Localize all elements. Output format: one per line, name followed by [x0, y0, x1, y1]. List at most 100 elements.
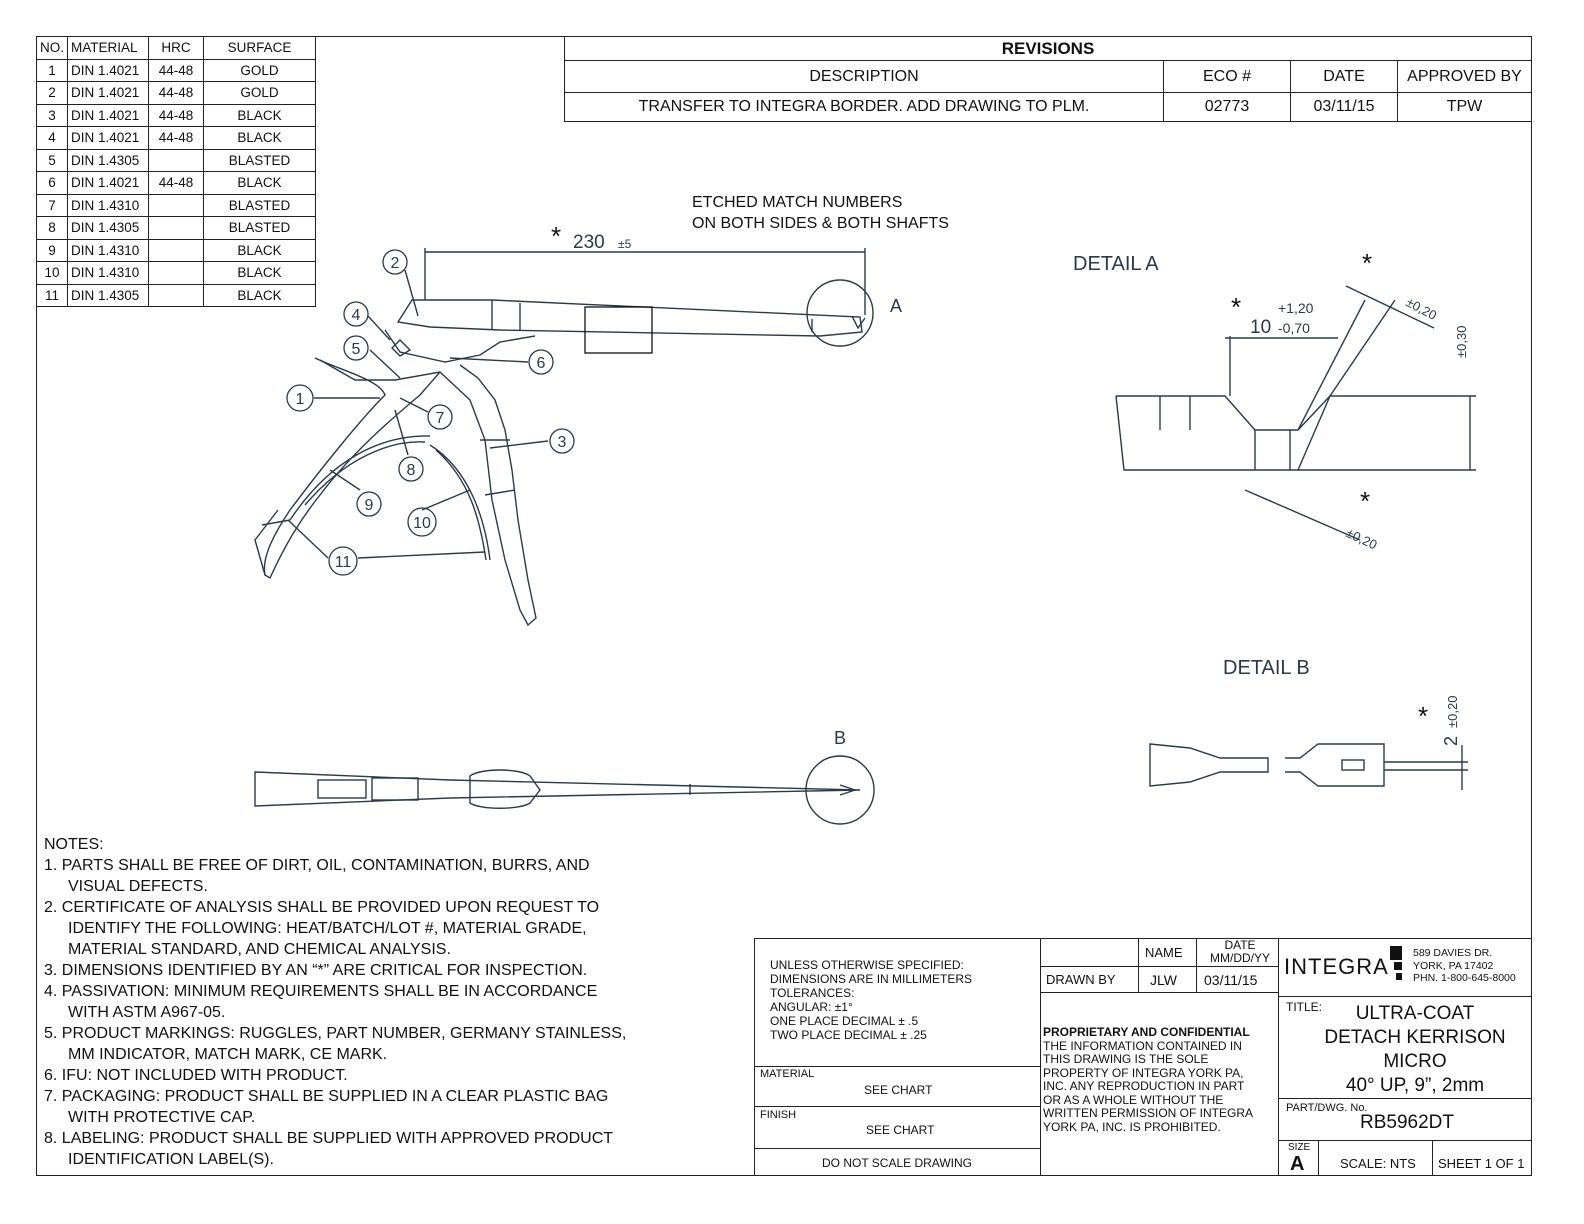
note-item: 6. IFU: NOT INCLUDED WITH PRODUCT.: [44, 1067, 348, 1084]
critical-mark-230: *: [551, 221, 561, 251]
revisions-title: REVISIONS: [564, 36, 1532, 61]
title-line-3: MICRO: [1383, 1051, 1447, 1072]
title-line-4: 40° UP, 9”, 2mm: [1345, 1075, 1485, 1096]
proprietary-line-7: YORK PA, INC. IS PROHIBITED.: [1043, 1119, 1221, 1134]
proprietary-line-1: THE INFORMATION CONTAINED IN: [1043, 1038, 1242, 1053]
row-surface: GOLD: [203, 81, 317, 105]
sheet: SHEET 1 OF 1: [1438, 1156, 1525, 1171]
detail-b-dim: 2: [1441, 736, 1461, 746]
proprietary-line-6: WRITTEN PERMISSION OF INTEGRA: [1043, 1106, 1254, 1120]
row-material: DIN 1.4310: [67, 193, 150, 217]
company-logo-mark-icon: [1390, 946, 1402, 980]
row-material: DIN 1.4310: [67, 261, 150, 285]
detail-a-tol-3: ±0,20: [1344, 525, 1380, 552]
row-no: 7: [35, 193, 69, 217]
address-2: YORK, PA 17402: [1413, 959, 1494, 972]
notes-heading: NOTES:: [44, 836, 104, 853]
instrument-side-view: [254, 279, 874, 627]
rev-description: TRANSFER TO INTEGRA BORDER. ADD DRAWING …: [564, 92, 1164, 122]
balloon-3: 3: [558, 434, 567, 451]
note-item: 3. DIMENSIONS IDENTIFIED BY AN “*” ARE C…: [44, 962, 588, 979]
detail-b-view: [1149, 743, 1468, 790]
balloon-9: 9: [365, 497, 374, 514]
balloon-1: 1: [296, 391, 305, 408]
row-surface: BLACK: [203, 261, 317, 285]
instrument-top-view: [254, 755, 875, 825]
row-material: DIN 1.4305: [67, 148, 150, 172]
row-hrc: 44-48: [148, 171, 205, 195]
row-surface: BLACK: [203, 283, 317, 307]
name-header: NAME: [1145, 945, 1183, 960]
critical-mark-b: *: [1418, 701, 1428, 731]
row-surface: BLACK: [203, 126, 317, 150]
proprietary-heading: PROPRIETARY AND CONFIDENTIAL: [1043, 1025, 1250, 1039]
critical-mark-a2: *: [1362, 248, 1372, 278]
note-item: 7. PACKAGING: PRODUCT SHALL BE SUPPLIED …: [44, 1088, 609, 1126]
finish-value: SEE CHART: [866, 1123, 935, 1137]
row-no: 11: [35, 283, 69, 307]
balloon-6: 6: [537, 355, 546, 372]
etch-note-line1: ETCHED MATCH NUMBERS: [692, 194, 902, 211]
part-label: PART/DWG. No.: [1286, 1102, 1368, 1114]
row-material: DIN 1.4310: [67, 238, 150, 262]
spec-1: UNLESS OTHERWISE SPECIFIED:: [770, 958, 964, 972]
title-line-2: DETACH KERRISON: [1324, 1027, 1506, 1048]
etch-note-line2: ON BOTH SIDES & BOTH SHAFTS: [692, 215, 949, 232]
row-surface: BLASTED: [203, 148, 317, 172]
rev-header-description: DESCRIPTION: [564, 60, 1164, 93]
row-material: DIN 1.4021: [67, 81, 150, 105]
finish-label: FINISH: [760, 1109, 797, 1121]
spec-3: TOLERANCES:: [770, 986, 855, 1000]
proprietary-line-4: INC. ANY REPRODUCTION IN PART: [1043, 1079, 1245, 1093]
note-item: 1. PARTS SHALL BE FREE OF DIRT, OIL, CON…: [44, 857, 590, 895]
spec-block: UNLESS OTHERWISE SPECIFIED: DIMENSIONS A…: [770, 958, 972, 1042]
balloon-10: 10: [413, 515, 431, 532]
rev-eco: 02773: [1163, 92, 1291, 122]
row-no: 8: [35, 216, 69, 240]
drawn-by-name: JLW: [1150, 972, 1177, 988]
row-material: DIN 1.4021: [67, 171, 150, 195]
detail-a-dim: 10: [1250, 317, 1271, 338]
spec-4: ANGULAR: ±1°: [770, 1000, 853, 1014]
spec-5: ONE PLACE DECIMAL ± .5: [770, 1014, 919, 1028]
rev-approved: TPW: [1397, 92, 1532, 122]
row-material: DIN 1.4305: [67, 216, 150, 240]
drawn-by-date: 03/11/15: [1204, 972, 1258, 988]
balloon-11: 11: [335, 554, 352, 571]
date-header: DATE MM/DD/YY: [1203, 939, 1277, 965]
material-value: SEE CHART: [864, 1083, 933, 1097]
material-chart-header: NO. MATERIAL HRC SURFACE: [35, 36, 317, 60]
row-no: 5: [35, 148, 69, 172]
spec-6: TWO PLACE DECIMAL ± .25: [770, 1028, 927, 1042]
material-label: MATERIAL: [760, 1068, 815, 1080]
row-no: 4: [35, 126, 69, 150]
title-label: TITLE:: [1286, 1000, 1323, 1014]
label-b: B: [834, 728, 846, 748]
dim-230-tol: ±5: [618, 237, 632, 251]
detail-a-title: DETAIL A: [1073, 253, 1159, 275]
date-header-2: MM/DD/YY: [1210, 951, 1270, 965]
date-header-1: DATE: [1224, 938, 1256, 952]
proprietary-line-3: PROPERTY OF INTEGRA YORK PA,: [1043, 1065, 1244, 1080]
notes-section: NOTES: 1. PARTS SHALL BE FREE OF DIRT, O…: [44, 834, 708, 1170]
balloon-8: 8: [407, 462, 416, 479]
spec-2: DIMENSIONS ARE IN MILLIMETERS: [770, 972, 973, 986]
size-label: SIZE: [1288, 1142, 1311, 1153]
proprietary-line-2: THIS DRAWING IS THE SOLE: [1043, 1052, 1209, 1066]
balloon-7: 7: [436, 410, 445, 427]
row-material: DIN 1.4021: [67, 103, 150, 127]
detail-a-tol-1: ±0,20: [1404, 294, 1440, 322]
row-no: 6: [35, 171, 69, 195]
address-3: PHN. 1-800-645-8000: [1413, 972, 1516, 984]
row-material: DIN 1.4021: [67, 126, 150, 150]
detail-b-title: DETAIL B: [1223, 657, 1310, 679]
scale: SCALE: NTS: [1340, 1156, 1416, 1171]
